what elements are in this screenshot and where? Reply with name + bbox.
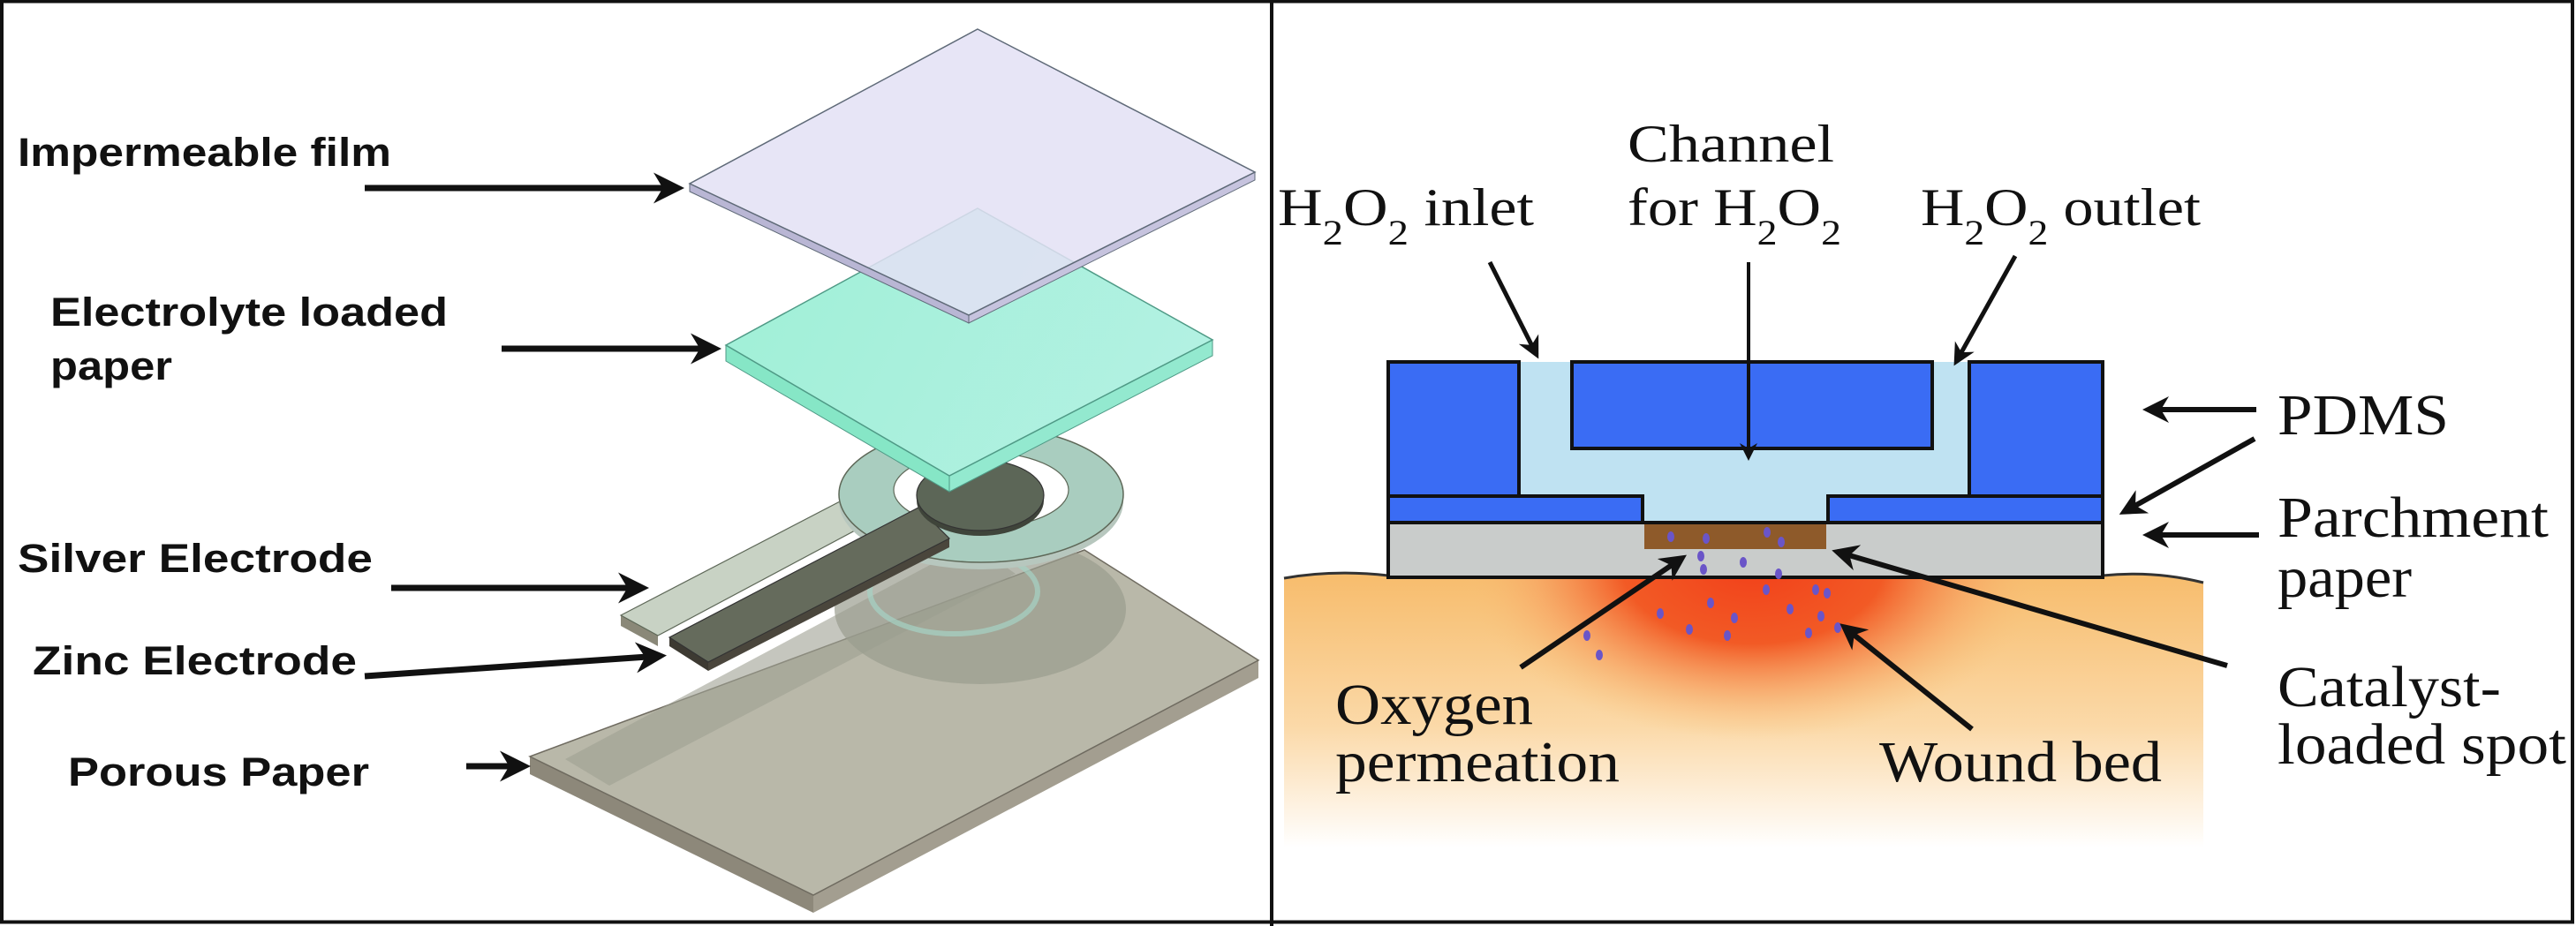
zinc-electrode-layer: [668, 459, 1045, 671]
oxygen-arrow: [1519, 554, 1687, 670]
label-porous-paper: Porous Paper: [68, 749, 369, 794]
label-oxygen-line2: permeation: [1335, 730, 1620, 794]
label-electrolyte-line1: Electrolyte loaded: [50, 290, 448, 335]
porous-paper-layer: [528, 534, 1260, 913]
label-oxygen-line1: Oxygen: [1335, 673, 1533, 737]
label-catalyst-line2: loaded spot: [2278, 712, 2566, 777]
wound-bed-arrow: [1839, 623, 1974, 732]
catalyst-arrow: [1832, 545, 2228, 668]
oxygen-dots: [1583, 527, 1841, 660]
label-parchment-line2: paper: [2278, 546, 2412, 610]
pdms-layer: [1386, 360, 2104, 524]
pdms-arrow-lower: [2119, 436, 2256, 515]
catalyst-spot: [1644, 524, 1826, 549]
impermeable-film-layer: [688, 28, 1257, 324]
label-catalyst-line1: Catalyst-: [2278, 655, 2501, 719]
label-channel-line1: Channel: [1628, 115, 1834, 173]
label-electrolyte-line2: paper: [50, 343, 172, 388]
label-zinc-electrode: Zinc Electrode: [33, 638, 357, 683]
label-wound-bed: Wound bed: [1879, 730, 2162, 794]
electrolyte-paper-layer: [724, 207, 1214, 493]
left-panel: Impermeable film Electrolyte loaded pape…: [18, 28, 1260, 913]
label-silver-electrode: Silver Electrode: [18, 536, 373, 581]
h2o2-inlet-arrow: [1487, 260, 1539, 359]
label-pdms: PDMS: [2278, 383, 2449, 448]
label-parchment-line1: Parchment: [2278, 486, 2549, 550]
zinc-electrode-arrow: [364, 642, 667, 680]
h2o2-outlet-arrow: [1953, 254, 2018, 366]
label-impermeable-film: Impermeable film: [18, 130, 391, 175]
